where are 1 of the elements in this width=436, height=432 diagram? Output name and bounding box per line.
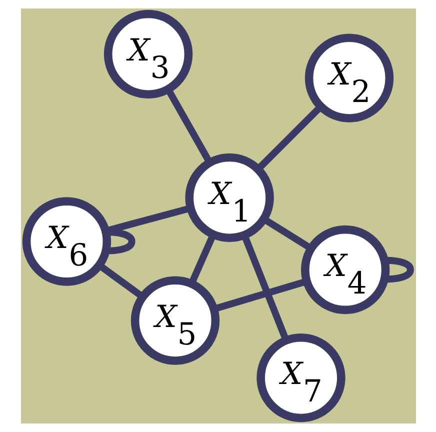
connector [256, 104, 322, 172]
